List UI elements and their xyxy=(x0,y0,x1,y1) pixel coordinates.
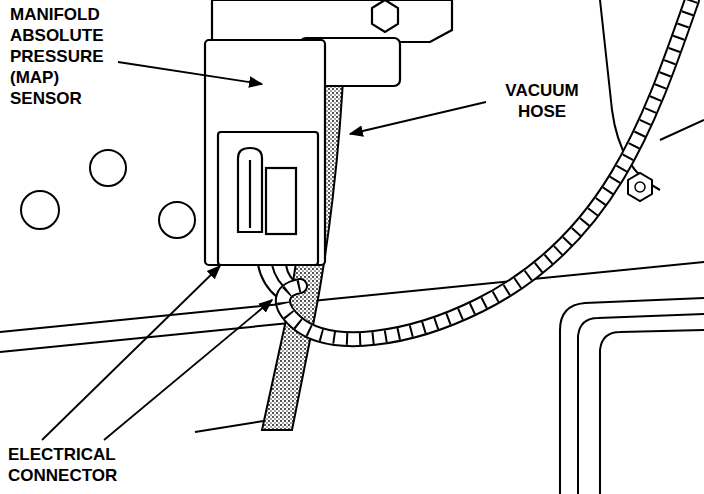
callout-label: MANIFOLD ABSOLUTE PRESSURE (MAP) SENSOR xyxy=(8,4,116,109)
engine-bolt xyxy=(628,173,652,201)
leader-line xyxy=(118,62,262,84)
leader-line xyxy=(42,266,220,440)
wiring-harness xyxy=(283,0,692,339)
map-sensor xyxy=(205,0,452,265)
leader-line xyxy=(104,300,272,440)
leader-line xyxy=(350,102,486,134)
mounting-holes xyxy=(21,150,195,238)
leader-lines xyxy=(42,62,486,440)
callout-label: ELECTRICAL CONNECTOR xyxy=(6,444,134,486)
callout-label: VACUUM HOSE xyxy=(488,80,596,122)
